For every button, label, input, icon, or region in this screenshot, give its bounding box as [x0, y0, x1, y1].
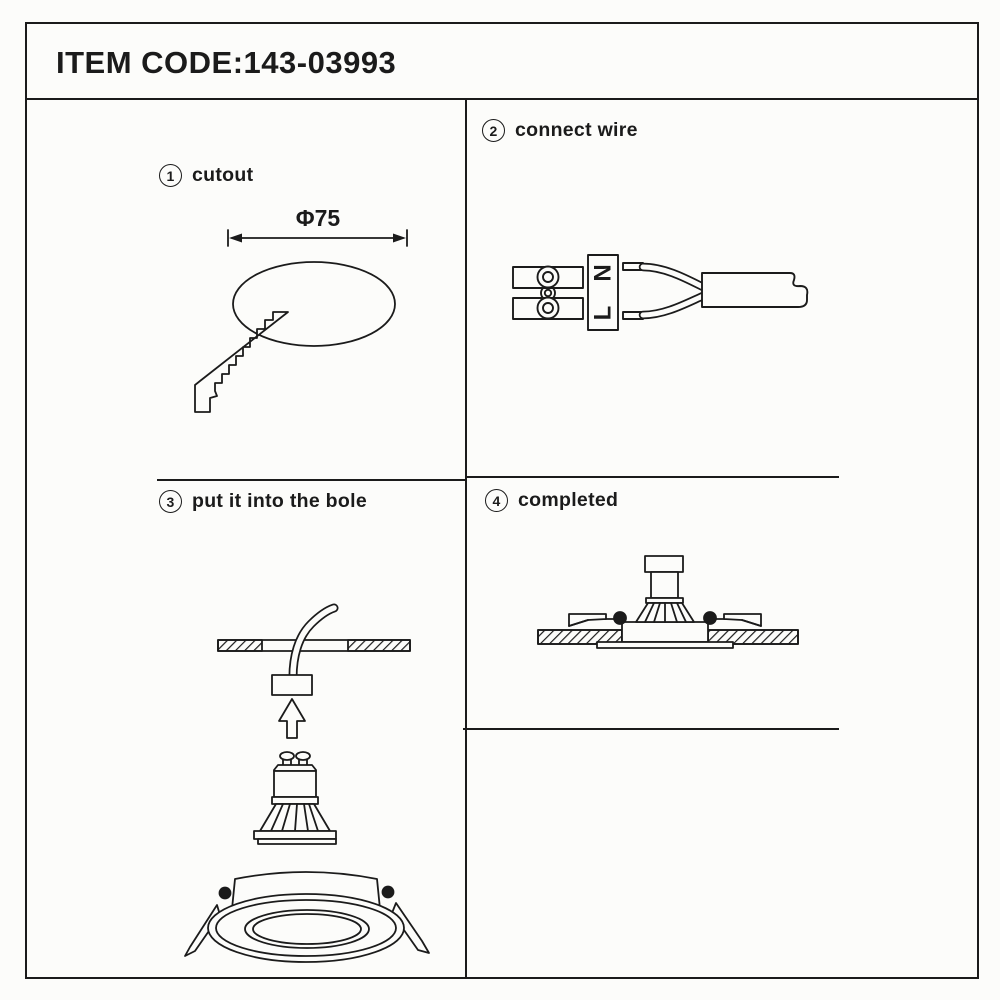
cutout-diagram: Φ75 [170, 205, 440, 430]
step-3-number-badge: 3 [159, 490, 182, 513]
clip-pivot-right [704, 612, 716, 624]
fixture-housing [622, 622, 708, 642]
step-1-label: 1 cutout [159, 164, 253, 187]
item-code-title: ITEM CODE:143-03993 [56, 45, 397, 80]
divider-horizontal-left [157, 479, 465, 481]
step-4-number-badge: 4 [485, 489, 508, 512]
terminal-n-label: N [590, 264, 617, 281]
divider-horizontal-right-top [465, 476, 839, 478]
clip-pivot-left [220, 888, 231, 899]
connect-wire-diagram: N L [505, 243, 825, 343]
mains-wire [293, 608, 334, 677]
step-1-text: cutout [192, 164, 254, 186]
divider-horizontal-right-bottom [463, 728, 839, 730]
saw-icon [195, 312, 288, 412]
trim-ring [185, 872, 429, 962]
step-1-number-badge: 1 [159, 164, 182, 187]
ceiling-cross-section [218, 640, 410, 651]
dimension-arrow [228, 230, 407, 246]
connector-box [272, 675, 312, 695]
step-2-text: connect wire [515, 119, 638, 141]
mains-cable [702, 273, 807, 307]
step-2-label: 2 connect wire [482, 119, 638, 142]
diameter-label: Φ75 [296, 205, 341, 231]
supply-wires [643, 267, 703, 315]
step-4-text: completed [518, 489, 619, 511]
clip-pivot-right [383, 887, 394, 898]
header: ITEM CODE:143-03993 [27, 24, 977, 100]
divider-vertical [465, 100, 467, 979]
trim-flange [597, 642, 733, 648]
gu10-bulb [254, 752, 336, 844]
step-4-label: 4 completed [485, 489, 618, 512]
install-into-hole-diagram [180, 595, 440, 975]
installed-lamp [636, 556, 694, 622]
terminal-block: N L [588, 255, 643, 330]
completed-diagram [525, 548, 815, 658]
step-2-number-badge: 2 [482, 119, 505, 142]
clip-pivot-left [614, 612, 626, 624]
up-arrow-icon [279, 699, 305, 738]
step-3-text: put it into the bole [192, 490, 367, 512]
cutout-hole-ellipse [233, 262, 395, 346]
terminal-l-label: L [590, 306, 617, 321]
terminal-screw-contacts [513, 267, 583, 320]
step-3-label: 3 put it into the bole [159, 490, 367, 513]
